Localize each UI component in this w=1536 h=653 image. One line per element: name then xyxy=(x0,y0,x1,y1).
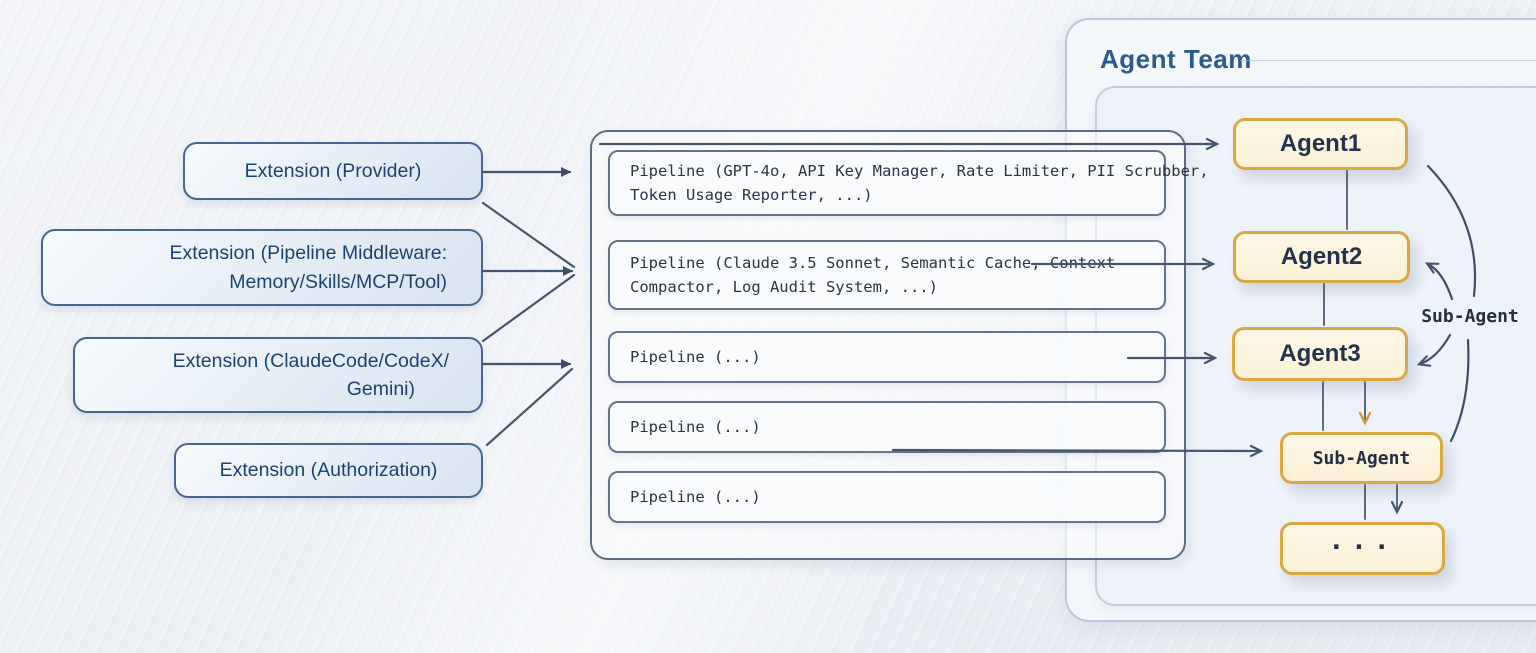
pipeline-row-4: Pipeline (...) xyxy=(608,401,1166,453)
sub-agent-label: Sub-Agent xyxy=(1312,447,1411,469)
extension-provider-box: Extension (Provider) xyxy=(183,142,483,200)
pipeline-row-2: Pipeline (Claude 3.5 Sonnet, Semantic Ca… xyxy=(608,240,1166,310)
sub-agent-annotation: Sub-Agent xyxy=(1421,306,1519,327)
pipeline-row-4-line-1: Pipeline (...) xyxy=(630,417,761,436)
title-divider xyxy=(1240,60,1536,61)
extension-claudecode-box: Extension (ClaudeCode/CodeX/ Gemini) xyxy=(73,337,483,413)
extension-claudecode-label-line-1: Extension (ClaudeCode/CodeX/ xyxy=(172,349,449,372)
agent3-label: Agent3 xyxy=(1279,340,1361,367)
pipeline-row-1: Pipeline (GPT-4o, API Key Manager, Rate … xyxy=(608,150,1209,216)
pipeline-row-1-line-2: Token Usage Reporter, ...) xyxy=(630,186,873,204)
extension-middleware-label-line-1: Extension (Pipeline Middleware: xyxy=(169,242,447,265)
extension-claudecode-label-line-2: Gemini) xyxy=(346,378,415,400)
pipeline-row-2-line-2: Compactor, Log Audit System, ...) xyxy=(630,278,938,296)
pipeline-row-3: Pipeline (...) xyxy=(608,331,1166,383)
pipeline-row-5: Pipeline (...) xyxy=(608,471,1166,523)
sub-agent-box: Sub-Agent xyxy=(1280,432,1443,484)
extension-pipeline-middleware-box: Extension (Pipeline Middleware: Memory/S… xyxy=(41,229,483,306)
pipeline-row-5-line-1: Pipeline (...) xyxy=(630,487,761,506)
pipeline-row-3-line-1: Pipeline (...) xyxy=(630,347,761,366)
agent3-box: Agent3 xyxy=(1232,327,1408,381)
more-agents-box: ... xyxy=(1280,522,1445,575)
extension-middleware-label-line-2: Memory/Skills/MCP/Tool) xyxy=(229,270,447,293)
extension-authorization-label: Extension (Authorization) xyxy=(219,459,438,482)
pipeline-row-2-line-1: Pipeline (Claude 3.5 Sonnet, Semantic Ca… xyxy=(630,253,1116,272)
extension-arrows xyxy=(481,167,576,447)
extension-authorization-box: Extension (Authorization) xyxy=(174,443,483,498)
agent2-label: Agent2 xyxy=(1280,243,1363,270)
agent-team-title: Agent Team xyxy=(1100,44,1252,74)
agent1-box: Agent1 xyxy=(1233,118,1408,170)
pipeline-row-1-line-1: Pipeline (GPT-4o, API Key Manager, Rate … xyxy=(630,161,1209,180)
agent1-label: Agent1 xyxy=(1279,130,1362,157)
more-agents-label: ... xyxy=(1328,525,1397,556)
agent2-box: Agent2 xyxy=(1233,231,1410,283)
extension-provider-label: Extension (Provider) xyxy=(244,159,422,182)
